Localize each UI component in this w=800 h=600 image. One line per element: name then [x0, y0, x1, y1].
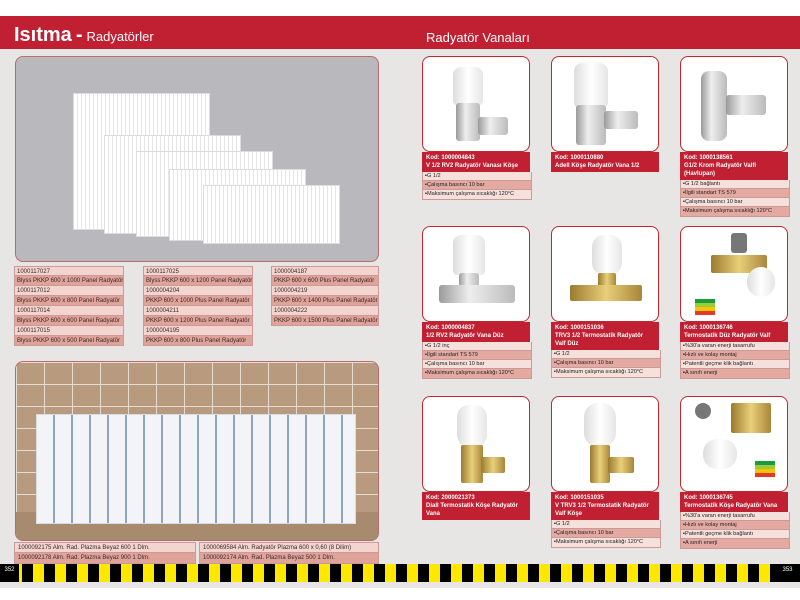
- radiator-table-2: 1000117025 Blyss PKKP 600 x 1200 Panel R…: [143, 266, 253, 346]
- valve-image: [551, 56, 659, 152]
- aluminium-radiator: [36, 414, 356, 524]
- page-number-right: 353: [775, 564, 800, 582]
- radiator-table-1: 1000117027 Blyss PKKP 600 x 1000 Panel R…: [14, 266, 124, 346]
- radiator-table-3: 1000004187 PKKP 600 x 600 Plus Panel Rad…: [271, 266, 379, 326]
- installed-radiator-photo: [15, 361, 379, 541]
- valve-image: [680, 226, 788, 322]
- hazard-stripe-footer: [0, 564, 800, 582]
- valve-image: [422, 226, 530, 322]
- category-title: Isıtma: [14, 24, 72, 46]
- aluminium-table-2: 1000069584 Alm. Radyatör Plazma 600 x 0,…: [199, 542, 379, 564]
- page-number-left: 352: [0, 564, 19, 582]
- valve-image: [422, 396, 530, 492]
- valve-image: [680, 56, 788, 152]
- header-bar: [0, 16, 800, 49]
- valve-image: [551, 226, 659, 322]
- aluminium-table-1: 1000092175 Alm. Rad. Plazma Beyaz 600 1 …: [14, 542, 196, 564]
- energy-class-label: [695, 299, 715, 315]
- valve-image: [680, 396, 788, 492]
- subcategory-title: Radyatörler: [86, 29, 154, 44]
- valve-image: [551, 396, 659, 492]
- section-title-left: Isıtma-Radyatörler: [14, 24, 154, 46]
- energy-class-label: [755, 461, 775, 477]
- section-title-right: Radyatör Vanaları: [426, 30, 530, 45]
- panel-radiators-photo: [15, 56, 379, 262]
- valve-image: [422, 56, 530, 152]
